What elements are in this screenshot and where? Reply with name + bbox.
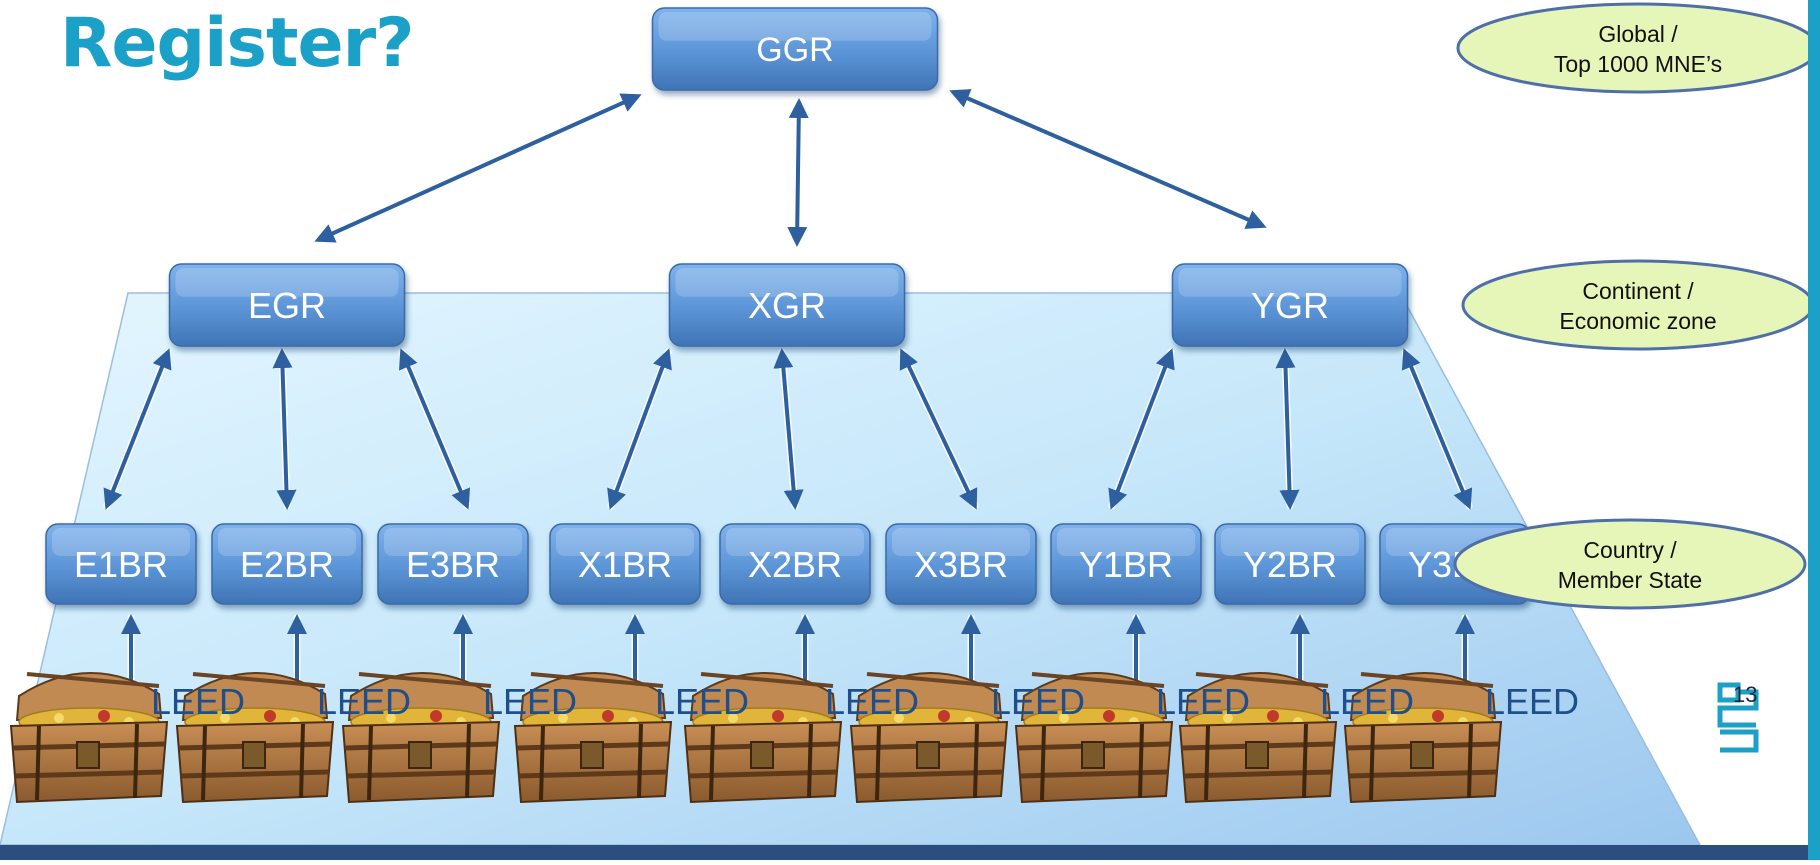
- arrow-ggr-egr: [314, 93, 642, 243]
- svg-text:Top 1000 MNE’s: Top 1000 MNE’s: [1554, 51, 1722, 77]
- level-label-continent: Continent / Economic zone: [1461, 259, 1815, 351]
- bottom-bar: [0, 845, 1820, 860]
- arrow-egr-e2br: [272, 348, 297, 510]
- leed-label: LEED: [317, 681, 411, 722]
- register-box-y1br-label: Y1BR: [1079, 544, 1173, 585]
- treasure-chest-icon: [683, 672, 843, 804]
- leed-label: LEED: [483, 681, 577, 722]
- treasure-chest-icon: [849, 672, 1009, 804]
- register-box-e1br: E1BR: [45, 523, 197, 605]
- register-box-egr-label: EGR: [248, 285, 326, 326]
- arrow-xgr-x3br: [899, 348, 978, 510]
- register-box-e3br: E3BR: [377, 523, 529, 605]
- treasure-chest-icon: [1014, 672, 1174, 804]
- treasure-chest-icon: [341, 672, 501, 804]
- leed-label: LEED: [1485, 681, 1579, 722]
- page-number: 13: [1733, 682, 1758, 707]
- register-box-x3br-label: X3BR: [914, 544, 1008, 585]
- arrow-ggr-xgr: [787, 98, 809, 247]
- arrow-ggr-ygr: [949, 89, 1267, 229]
- svg-text:Economic zone: Economic zone: [1559, 308, 1716, 334]
- treasure-chest-icon: [1178, 672, 1338, 804]
- register-box-x1br-label: X1BR: [578, 544, 672, 585]
- svg-text:Global /: Global /: [1598, 21, 1678, 47]
- arrow-ygr-y2br: [1275, 348, 1300, 510]
- register-box-x1br: X1BR: [549, 523, 701, 605]
- leed-label: LEED: [151, 681, 245, 722]
- register-box-e2br-label: E2BR: [240, 544, 334, 585]
- svg-text:Country /: Country /: [1583, 537, 1677, 563]
- arrow-xgr-x2br: [773, 348, 804, 510]
- arrow-egr-e3br: [399, 348, 470, 510]
- arrow-ygr-y3br: [1401, 348, 1473, 510]
- register-box-x2br: X2BR: [719, 523, 871, 605]
- slide-title: Register?: [60, 4, 415, 83]
- register-box-egr: EGR: [168, 263, 406, 347]
- register-box-ygr: YGR: [1171, 263, 1409, 347]
- register-box-xgr-label: XGR: [748, 285, 826, 326]
- register-box-e3br-label: E3BR: [406, 544, 500, 585]
- arrow-xgr-x1br: [607, 348, 672, 510]
- leed-label: LEED: [1320, 681, 1414, 722]
- treasure-chest-icon: [9, 672, 169, 804]
- arrow-egr-e1br: [103, 348, 172, 510]
- register-box-e1br-label: E1BR: [74, 544, 168, 585]
- svg-text:Member State: Member State: [1558, 567, 1702, 593]
- leed-label: LEED: [991, 681, 1085, 722]
- accent-edge-bar: [1808, 0, 1820, 860]
- register-box-y1br: Y1BR: [1050, 523, 1202, 605]
- register-box-ygr-label: YGR: [1251, 285, 1329, 326]
- leed-label: LEED: [1156, 681, 1250, 722]
- register-box-ggr-label: GGR: [756, 31, 833, 69]
- leed-label: LEED: [655, 681, 749, 722]
- level-label-global: Global / Top 1000 MNE’s: [1456, 2, 1820, 94]
- register-box-x3br: X3BR: [885, 523, 1037, 605]
- register-box-x2br-label: X2BR: [748, 544, 842, 585]
- register-box-xgr: XGR: [668, 263, 906, 347]
- treasure-chest-icon: [513, 672, 673, 804]
- register-box-ggr: GGR: [651, 7, 939, 91]
- level-label-country: Country / Member State: [1453, 518, 1807, 610]
- cbs-logo-icon: [1717, 682, 1759, 753]
- treasure-chest-icon: [1343, 672, 1503, 804]
- arrow-ygr-y1br: [1108, 348, 1175, 510]
- svg-text:Continent /: Continent /: [1582, 278, 1694, 304]
- treasure-chest-icon: [175, 672, 335, 804]
- register-box-e2br: E2BR: [211, 523, 363, 605]
- register-box-y2br-label: Y2BR: [1243, 544, 1337, 585]
- leed-label: LEED: [825, 681, 919, 722]
- register-box-y2br: Y2BR: [1214, 523, 1366, 605]
